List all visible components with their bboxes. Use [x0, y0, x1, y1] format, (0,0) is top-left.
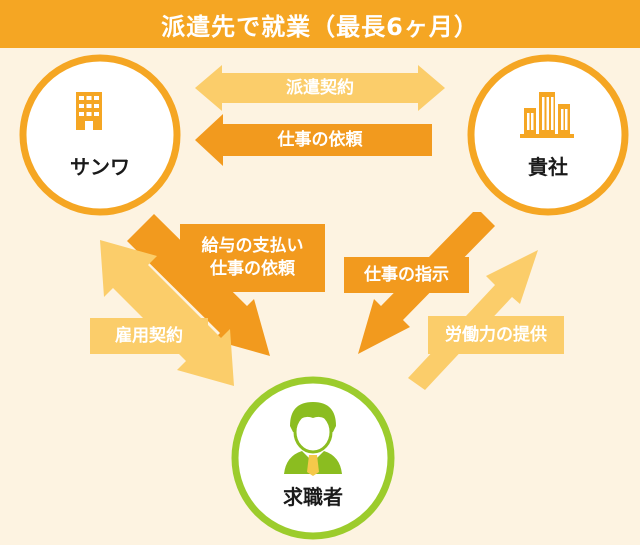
diagram-title: 派遣先で就業（最長6ヶ月）: [161, 12, 479, 41]
work-instruction-label: 仕事の指示: [344, 257, 469, 293]
dispatch-contract-label: 派遣契約: [286, 77, 354, 98]
title-bar: 派遣先で就業（最長6ヶ月）: [0, 0, 640, 48]
dispatch-contract-arrow: [195, 65, 445, 111]
client-node-label: 貴社: [528, 154, 568, 179]
salary-request-label: 給与の支払い 仕事の依頼: [180, 224, 325, 292]
work-request-label: 仕事の依頼: [277, 129, 363, 150]
employment-contract-label: 雇用契約: [90, 318, 208, 354]
person-icon: [284, 402, 342, 476]
sanwa-node-circle: [19, 54, 181, 216]
jobseeker-node-label: 求職者: [283, 484, 343, 509]
work-request-arrow: [195, 114, 432, 166]
office-buildings-icon: [520, 92, 574, 138]
labor-provision-label: 労働力の提供: [428, 316, 564, 354]
sanwa-node-label: サンワ: [70, 154, 130, 179]
building-icon: [76, 92, 102, 130]
